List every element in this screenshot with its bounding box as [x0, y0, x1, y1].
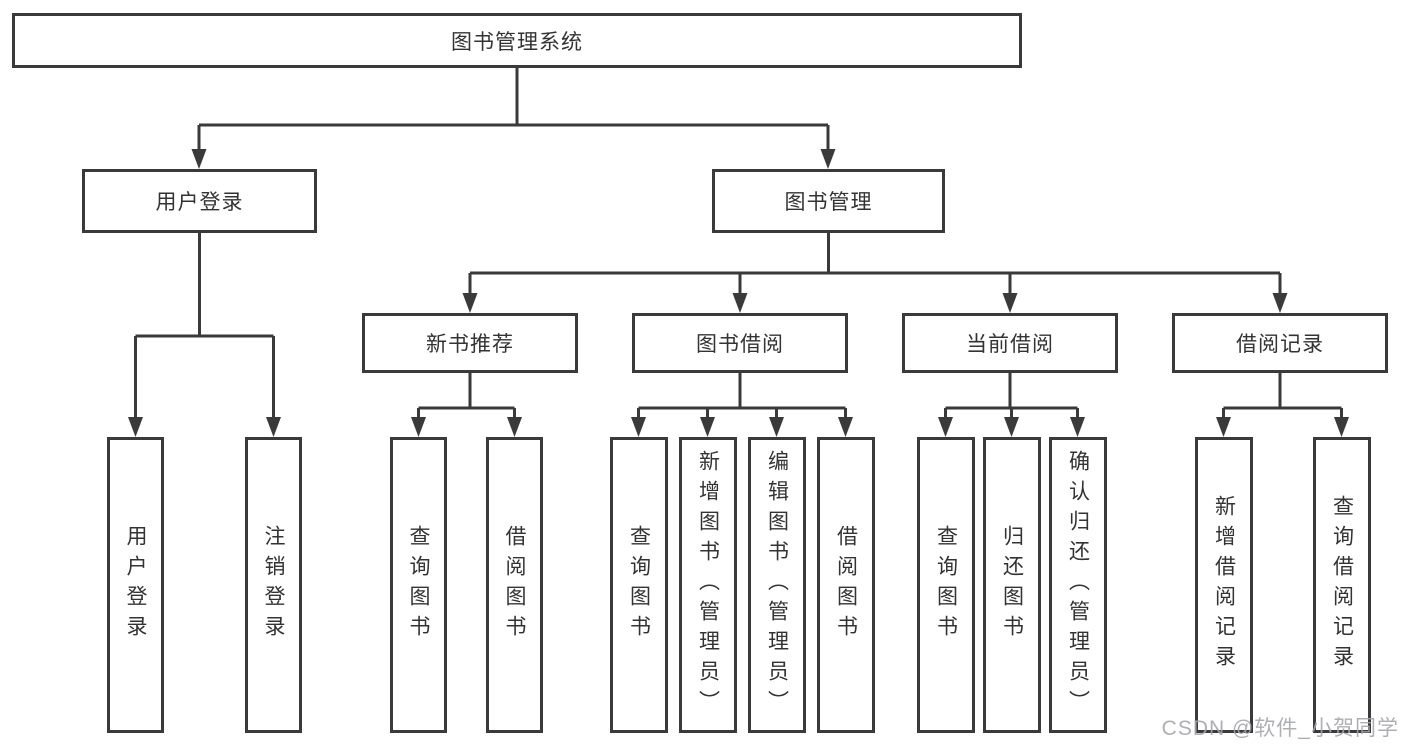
leaf-confirm-return-admin-label: 确认归还（管理员） [1066, 450, 1090, 720]
leaf-user-login: 用户登录 [107, 437, 164, 733]
leaf-query-borrow-record-label: 查询借阅记录 [1330, 495, 1354, 675]
leaf-borrow-books-label: 借阅图书 [834, 525, 858, 645]
leaf-borrow-books: 借阅图书 [817, 437, 875, 733]
leaf-borrow-books-recommend: 借阅图书 [486, 437, 543, 733]
leaf-query-books-recommend: 查询图书 [390, 437, 447, 733]
connector-user-login [134, 233, 275, 419]
leaf-confirm-return-admin: 确认归还（管理员） [1049, 437, 1107, 733]
node-root: 图书管理系统 [12, 13, 1022, 68]
leaf-return-books-label: 归还图书 [1000, 525, 1024, 645]
node-new-book-recommend-label: 新书推荐 [426, 333, 514, 356]
node-borrow-records: 借阅记录 [1172, 313, 1388, 373]
node-book-management-label: 图书管理 [784, 191, 873, 214]
leaf-query-books-current-label: 查询图书 [934, 525, 958, 645]
connector-book-management [468, 233, 1282, 295]
leaf-query-books-recommend-label: 查询图书 [407, 525, 430, 645]
node-root-label: 图书管理系统 [451, 30, 583, 54]
arrowheads [128, 149, 1349, 437]
leaf-edit-books-admin: 编辑图书（管理员） [748, 437, 806, 733]
leaf-return-books: 归还图书 [983, 437, 1041, 733]
node-book-borrow: 图书借阅 [632, 313, 848, 373]
node-user-login: 用户登录 [82, 169, 317, 233]
leaf-add-books-admin-label: 新增图书（管理员） [696, 450, 720, 720]
watermark: CSDN @软件_小贺同学 [1161, 717, 1399, 740]
leaf-logout-label: 注销登录 [262, 525, 285, 645]
leaf-add-books-admin: 新增图书（管理员） [679, 437, 737, 733]
node-user-login-label: 用户登录 [155, 191, 244, 214]
node-borrow-records-label: 借阅记录 [1236, 333, 1324, 356]
connector-level3 [417, 373, 1343, 419]
leaf-query-borrow-record: 查询借阅记录 [1313, 437, 1371, 733]
leaf-add-borrow-record-label: 新增借阅记录 [1212, 495, 1236, 675]
leaf-query-books-current: 查询图书 [917, 437, 975, 733]
leaf-user-login-label: 用户登录 [124, 525, 147, 645]
node-current-borrow: 当前借阅 [902, 313, 1118, 373]
node-new-book-recommend: 新书推荐 [362, 313, 578, 373]
leaf-query-books-borrow-label: 查询图书 [627, 525, 651, 645]
node-current-borrow-label: 当前借阅 [966, 333, 1054, 356]
leaf-edit-books-admin-label: 编辑图书（管理员） [765, 450, 789, 720]
leaf-query-books-borrow: 查询图书 [610, 437, 668, 733]
node-book-borrow-label: 图书借阅 [696, 333, 784, 356]
leaf-add-borrow-record: 新增借阅记录 [1195, 437, 1253, 733]
node-book-management: 图书管理 [712, 169, 945, 233]
leaf-borrow-books-recommend-label: 借阅图书 [503, 525, 526, 645]
connector-root [197, 68, 830, 151]
leaf-logout: 注销登录 [245, 437, 302, 733]
